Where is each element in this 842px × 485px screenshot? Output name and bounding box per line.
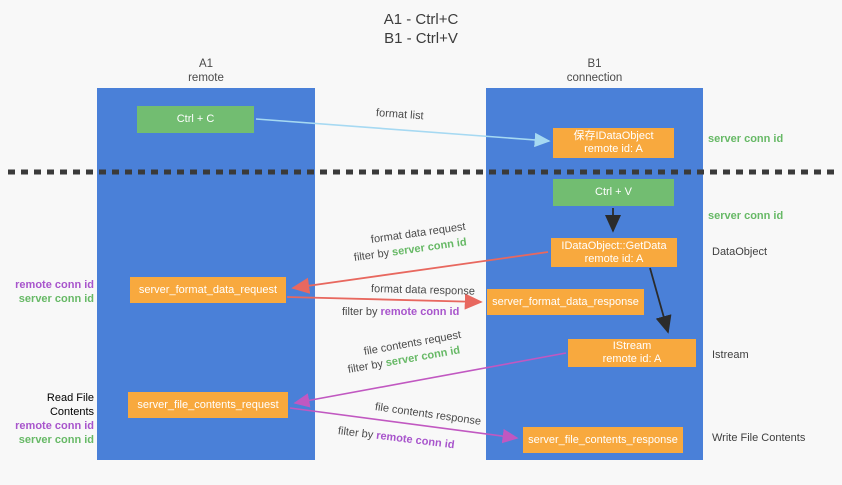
node-server-file-contents-request: server_file_contents_request [128, 392, 288, 418]
title-line-1: A1 - Ctrl+C [383, 11, 459, 28]
lane-a1-name: A1 [198, 58, 214, 70]
filter-by-text-2: filter by [342, 306, 378, 318]
getdata-line1: IDataObject::GetData [561, 239, 667, 252]
node-ctrl-v: Ctrl + V [553, 179, 674, 206]
title-line-2: B1 - Ctrl+V [384, 30, 458, 47]
istream-annotation: Istream [712, 349, 749, 361]
lane-b1-subtitle: connection [566, 72, 623, 84]
remote-conn-id-left-bottom: remote conn id [15, 420, 94, 432]
left-conn-id-group-top: remote conn id server conn id [0, 278, 94, 306]
file-request-label: server_file_contents_request [137, 398, 279, 411]
file-response-label: server_file_contents_response [528, 433, 678, 446]
node-ctrl-c: Ctrl + C [137, 106, 254, 133]
remote-conn-id-left-top: remote conn id [15, 279, 94, 291]
node-save-idataobject: 保存IDataObject remote id: A [553, 128, 674, 158]
node-istream: IStream remote id: A [568, 339, 696, 367]
server-conn-id-annotation-mid: server conn id [708, 210, 784, 222]
getdata-line2: remote id: A [584, 252, 644, 265]
save-idataobject-line2: remote id: A [584, 143, 643, 155]
ctrl-v-label: Ctrl + V [595, 186, 632, 198]
node-server-file-contents-response: server_file_contents_response [523, 427, 683, 453]
ctrl-c-label: Ctrl + C [176, 113, 215, 125]
format-data-response-arrow [286, 293, 483, 310]
lane-b1-name: B1 [587, 58, 602, 70]
save-idataobject-line1: 保存IDataObject [573, 130, 654, 142]
dataobject-annotation: DataObject [712, 246, 768, 258]
server-conn-id-annotation-top: server conn id [708, 133, 784, 145]
server-conn-id-left-bottom: server conn id [18, 434, 94, 446]
node-server-format-data-response: server_format_data_response [487, 289, 644, 315]
format-list-label: format list [375, 107, 424, 123]
filter-by-text-3: filter by [346, 357, 384, 376]
remote-conn-id-text-1: remote conn id [380, 306, 460, 318]
istream-line2: remote id: A [602, 353, 662, 365]
filter-by-text-1: filter by [353, 247, 390, 264]
node-idataobject-getdata: IDataObject::GetData remote id: A [551, 238, 677, 267]
left-conn-id-group-bottom: Read File Contents remote conn id server… [0, 391, 94, 447]
format-data-response-label: format data response [370, 283, 476, 298]
node-server-format-data-request: server_format_data_request [130, 277, 286, 303]
filter-by-text-4: filter by [337, 425, 374, 442]
write-file-contents-annotation: Write File Contents [712, 432, 806, 444]
read-file-contents-annotation: Read File Contents [46, 392, 94, 418]
istream-line1: IStream [612, 340, 652, 352]
file-contents-response-label: file contents response [374, 401, 482, 428]
lane-header-b1: B1 connection [486, 57, 703, 85]
lane-a1-subtitle: remote [188, 72, 224, 84]
format-request-label: server_format_data_request [138, 283, 278, 296]
format-response-label: server_format_data_response [492, 295, 639, 308]
remote-conn-id-text-2: remote conn id [375, 429, 456, 452]
server-conn-id-left-top: server conn id [18, 293, 94, 305]
lane-header-a1: A1 remote [97, 57, 315, 85]
diagram-title: A1 - Ctrl+C B1 - Ctrl+V [0, 10, 842, 48]
